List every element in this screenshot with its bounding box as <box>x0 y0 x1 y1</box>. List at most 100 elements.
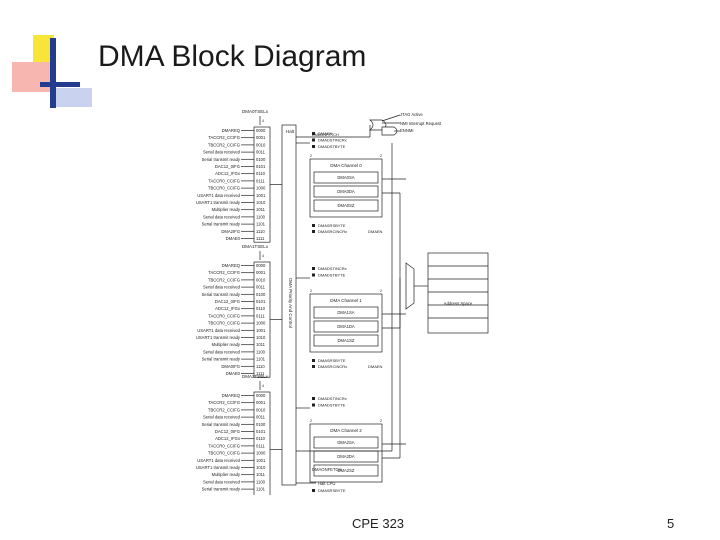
trigger-label: DMA2IFG <box>221 229 240 234</box>
trigger-label: TACCR0_CCIFG <box>208 443 240 448</box>
width-mark: 2 <box>310 419 312 423</box>
trigger-code: 0101 <box>256 164 266 169</box>
trigger-label: Serial transmit ready <box>202 357 241 362</box>
control-dot <box>312 267 315 270</box>
trigger-label: USART1 data received <box>197 458 240 463</box>
trigger-code: 0010 <box>256 142 266 147</box>
trigger-label: DMAREQ <box>222 128 241 133</box>
register-label: DMA1SA <box>337 310 354 315</box>
width-mark: 2 <box>380 289 382 293</box>
width-mark: 2 <box>310 289 312 293</box>
channel-register <box>313 320 379 333</box>
trigger-label: Serial transmit ready <box>202 487 241 492</box>
halt-cpu-label: Halt CPU <box>318 481 335 486</box>
enable-label: DMAEN <box>368 494 383 495</box>
trigger-label: Serial data received <box>203 150 241 155</box>
trigger-label: DMAE0 <box>226 236 241 241</box>
bottom-control-label: DMASRCINCRx <box>318 494 347 495</box>
trigger-label: USART1 transmit ready <box>196 200 241 205</box>
trigger-label: TBCCR2_CCIFG <box>208 407 240 412</box>
trigger-code: 1010 <box>256 335 266 340</box>
control-label: DMADSTBYTE <box>318 144 346 149</box>
trigger-code: 1011 <box>256 472 266 477</box>
control-dot <box>312 273 315 277</box>
trigger-code: 1000 <box>256 186 266 191</box>
page-number: 5 <box>667 516 675 531</box>
register-label: DMA1DA <box>337 324 355 329</box>
trigger-label: ADC12_IFGx <box>215 171 241 176</box>
trigger-code: 1101 <box>256 222 266 227</box>
trigger-label: TBCCR2_CCIFG <box>208 277 240 282</box>
select-label: DMA1TSELx <box>242 244 269 249</box>
trigger-code: 1010 <box>256 200 266 205</box>
address-mux <box>405 262 415 310</box>
trigger-code: 0111 <box>256 443 265 448</box>
select-width: 4 <box>262 119 264 123</box>
trigger-code: 0011 <box>256 285 266 290</box>
trigger-label: DMA1IFG <box>221 494 240 495</box>
halt-label: Halt <box>286 129 295 134</box>
trigger-code: 1011 <box>256 342 266 347</box>
trigger-code: 0011 <box>256 150 266 155</box>
trigger-label: DAC12_0IFG <box>215 164 240 169</box>
trigger-label: TBCCR2_CCIFG <box>208 142 240 147</box>
control-label: DMADSTBYTE <box>318 403 346 408</box>
channel-register <box>313 171 379 184</box>
trigger-code: 0100 <box>256 157 266 162</box>
channel-register <box>313 464 379 477</box>
trigger-label: ADC12_IFGx <box>215 306 241 311</box>
trigger-code: 0101 <box>256 429 266 434</box>
channel-label: DMA Channel 2 <box>330 428 362 433</box>
channel-label: DMA Channel 1 <box>330 298 362 303</box>
trigger-label: USART1 data received <box>197 193 240 198</box>
control-dot <box>312 403 315 407</box>
trigger-label: TBCCR0_CCIFG <box>208 451 240 456</box>
trigger-code: 0100 <box>256 422 266 427</box>
trigger-code: 1010 <box>256 465 266 470</box>
jtag-wire <box>381 114 401 122</box>
trigger-label: ADC12_IFGx <box>215 436 241 441</box>
trigger-code: 0101 <box>256 299 266 304</box>
trigger-label: TACCR2_CCIFG <box>208 270 240 275</box>
trigger-label: TACCR2_CCIFG <box>208 400 240 405</box>
trigger-code: 0001 <box>256 135 266 140</box>
control-dot <box>312 230 315 233</box>
trigger-code: 1110 <box>256 494 265 495</box>
control-label: DMADSTINCRx <box>318 266 347 271</box>
select-width: 4 <box>262 384 264 388</box>
trigger-code: 1001 <box>256 458 266 463</box>
trigger-label: DAC12_0IFG <box>215 429 240 434</box>
trigger-code: 0010 <box>256 407 266 412</box>
trigger-label: DMAREQ <box>222 263 241 268</box>
channel-register <box>313 334 379 347</box>
trigger-code: 1100 <box>256 349 266 354</box>
enable-label: DMAEN <box>368 229 383 234</box>
trigger-label: TACCR0_CCIFG <box>208 178 240 183</box>
trigger-code: 0000 <box>256 128 266 133</box>
control-dot <box>312 359 315 362</box>
register-label: DMA0DA <box>337 189 355 194</box>
trigger-label: Multiplier ready <box>212 207 241 212</box>
trigger-label: USART1 data received <box>197 328 240 333</box>
trigger-label: TBCCR0_CCIFG <box>208 186 240 191</box>
trigger-code: 0010 <box>256 277 266 282</box>
trigger-code: 0001 <box>256 400 266 405</box>
dmaonfetch-label: DMAONFETCH <box>312 467 342 472</box>
select-width: 4 <box>262 254 264 258</box>
channel-label: DMA Channel 0 <box>330 163 362 168</box>
control-dot <box>312 489 315 492</box>
trigger-label: Serial data received <box>203 479 241 484</box>
trigger-label: Serial transmit ready <box>202 157 241 162</box>
select-label: DMA2TSELx <box>242 374 269 379</box>
register-label: DMA0SZ <box>338 203 355 208</box>
trigger-label: TACCR2_CCIFG <box>208 135 240 140</box>
trigger-code: 1100 <box>256 214 266 219</box>
control-dot <box>312 224 315 227</box>
nmi-label: NMI Interrupt Request <box>400 121 442 126</box>
trigger-label: Serial data received <box>203 285 241 290</box>
address-space-box <box>427 252 489 334</box>
trigger-label: USART1 transmit ready <box>196 465 241 470</box>
trigger-label: Multiplier ready <box>212 472 241 477</box>
trigger-code: 0011 <box>256 415 266 420</box>
